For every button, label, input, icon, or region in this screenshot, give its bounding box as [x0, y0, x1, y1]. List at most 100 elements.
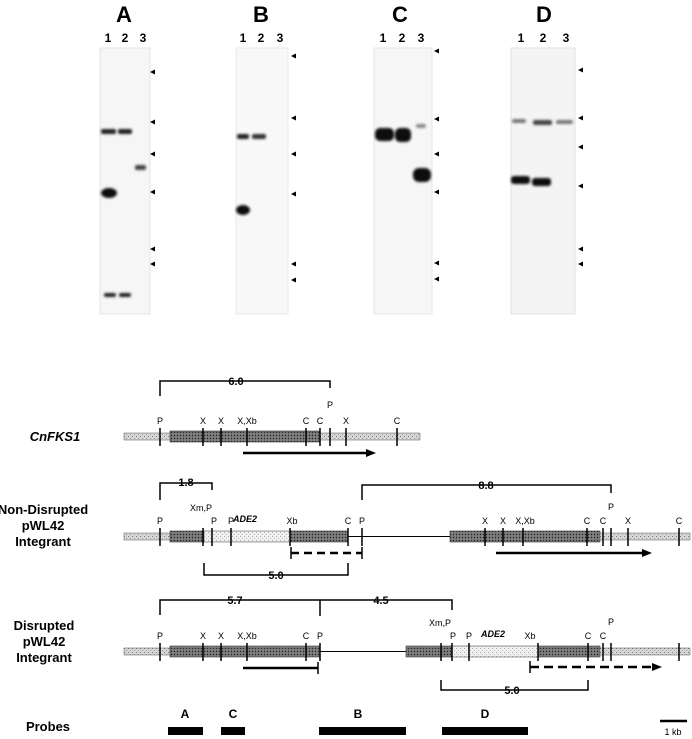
site-label: X,Xb: [515, 516, 535, 526]
site-label: P: [228, 516, 234, 526]
lane-label-c1: 1: [380, 31, 387, 45]
site-label: P: [211, 516, 217, 526]
marker-arrow: [578, 261, 583, 267]
flanking-region: [599, 532, 691, 541]
site-label: X,Xb: [237, 631, 257, 641]
lane-label-c3: 3: [418, 31, 425, 45]
fragment-size: 5.0: [268, 570, 283, 582]
lane-label-a1: 1: [105, 31, 112, 45]
bands-a: [101, 129, 146, 297]
marker-arrow: [578, 67, 583, 73]
map-label-line: pWL42: [23, 634, 66, 649]
marker-arrow: [150, 69, 155, 75]
site-label: P: [608, 502, 614, 512]
arrowhead: [366, 449, 376, 457]
probe-bar-c: [221, 727, 245, 735]
marker-arrow: [291, 277, 296, 283]
lane-label-b1: 1: [240, 31, 247, 45]
ade2-label: ADE2: [232, 514, 257, 524]
site-label: X: [625, 516, 631, 526]
site-label: C: [303, 631, 310, 641]
lane-label-b2: 2: [258, 31, 265, 45]
marker-arrow: [434, 116, 439, 122]
panel-label-a: A: [116, 2, 132, 27]
site-label: X,Xb: [237, 416, 257, 426]
marker-arrow: [150, 119, 155, 125]
probe-label-b: B: [354, 707, 363, 721]
site-label: C: [676, 516, 683, 526]
lane-label-a2: 2: [122, 31, 129, 45]
ade2-marker: [451, 645, 539, 658]
site-label: P: [327, 400, 333, 410]
probe-bar-a: [168, 727, 203, 735]
site-label: C: [585, 631, 592, 641]
fragment-size: 5.7: [227, 595, 242, 607]
site-label: X: [218, 416, 224, 426]
lane-label-c2: 2: [399, 31, 406, 45]
site-label: X: [218, 631, 224, 641]
marker-arrow: [434, 189, 439, 195]
gel-lane-strip-a: [99, 47, 151, 315]
fragment-bracket: [159, 599, 453, 615]
lane-label-d2: 2: [540, 31, 547, 45]
coding-region: [169, 530, 205, 543]
site-label: Xb: [286, 516, 297, 526]
marker-arrow: [291, 151, 296, 157]
site-label: C: [584, 516, 591, 526]
marker-arrow: [434, 276, 439, 282]
lane-label-d3: 3: [563, 31, 570, 45]
map-label-line: Non-Disrupted: [0, 502, 88, 517]
lane-label-b3: 3: [277, 31, 284, 45]
panel-label-d: D: [536, 2, 552, 27]
probe-bar-d: [442, 727, 528, 735]
marker-arrow: [578, 246, 583, 252]
fragment-size: 6.0: [228, 376, 243, 388]
coding-region: [169, 645, 321, 658]
site-label: Xb: [524, 631, 535, 641]
site-label: X: [343, 416, 349, 426]
fragment-size: 4.5: [373, 595, 388, 607]
site-label: C: [394, 416, 401, 426]
marker-arrow: [578, 144, 583, 150]
bands-d: [511, 119, 573, 186]
site-label: P: [157, 416, 163, 426]
lane-label-d1: 1: [518, 31, 525, 45]
arrowhead: [642, 549, 652, 557]
gel-panel-a: A 1 2 3: [99, 2, 151, 315]
marker-arrow: [434, 48, 439, 54]
site-label: C: [600, 516, 607, 526]
site-label: X: [200, 416, 206, 426]
lane-label-a3: 3: [140, 31, 147, 45]
scale-bar-label: 1 kb: [664, 727, 681, 737]
fragment-size: 5.0: [504, 685, 519, 697]
site-label: P: [608, 617, 614, 627]
marker-arrow: [578, 115, 583, 121]
marker-arrow: [291, 115, 296, 121]
flanking-region: [123, 532, 171, 541]
coding-region: [289, 530, 349, 543]
site-label: P: [466, 631, 472, 641]
site-label: P: [317, 631, 323, 641]
site-label: P: [359, 516, 365, 526]
map-nondisrupted: Non-Disrupted pWL42 Integrant 1.8 8.8 AD…: [0, 477, 691, 582]
fragment-bracket: [159, 482, 213, 500]
site-label: P: [157, 631, 163, 641]
marker-arrow: [150, 261, 155, 267]
site-label: X: [500, 516, 506, 526]
site-label: C: [317, 416, 324, 426]
probe-label-a: A: [181, 707, 190, 721]
site-label: P: [450, 631, 456, 641]
flanking-region: [123, 647, 171, 656]
coding-region: [405, 645, 453, 658]
marker-arrow: [150, 246, 155, 252]
probe-bar-b: [319, 727, 406, 735]
site-label: P: [157, 516, 163, 526]
panel-label-b: B: [253, 2, 269, 27]
gel-lane-strip-b: [235, 47, 289, 315]
map-cnfks1: CnFKS1 6.0 P X X X,Xb C C P X C: [30, 376, 421, 457]
flanking-region: [599, 647, 691, 656]
marker-arrow: [578, 183, 583, 189]
bands-c: [375, 124, 431, 182]
coding-region: [537, 645, 601, 658]
marker-arrow: [291, 53, 296, 59]
